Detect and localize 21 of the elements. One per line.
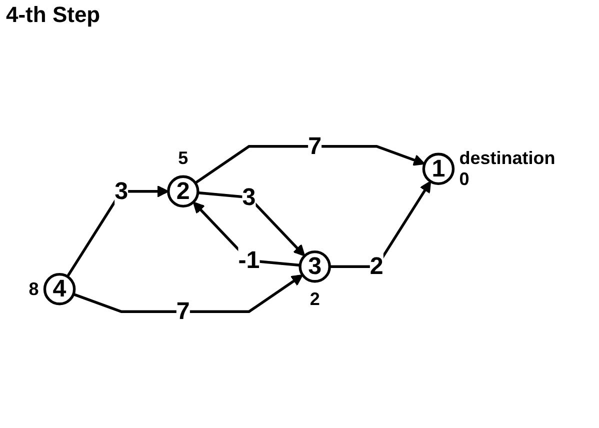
diagram-title: 4-th Step: [6, 2, 100, 28]
node-circle: 3: [298, 250, 331, 283]
edge-label: -1: [238, 246, 260, 274]
arrow: [194, 145, 426, 184]
arrow: [72, 274, 304, 313]
node-circle: 2: [167, 175, 200, 208]
node-annotation: destination: [459, 148, 556, 169]
arrow: [330, 180, 432, 268]
node-annotation: 5: [178, 148, 188, 170]
edge-label: 3: [242, 183, 256, 210]
edge-label: 7: [308, 132, 322, 160]
node-annotation: 2: [310, 288, 320, 310]
arrow: [198, 191, 306, 256]
edge-label: 3: [114, 177, 128, 204]
node-annotation: 0: [459, 168, 470, 190]
edge-label: 2: [370, 252, 384, 280]
node-annotation: 8: [28, 278, 39, 300]
edge-label: 7: [176, 298, 190, 324]
node-circle: 1: [422, 152, 455, 186]
arrow: [66, 185, 169, 278]
node-circle: 4: [43, 272, 76, 306]
